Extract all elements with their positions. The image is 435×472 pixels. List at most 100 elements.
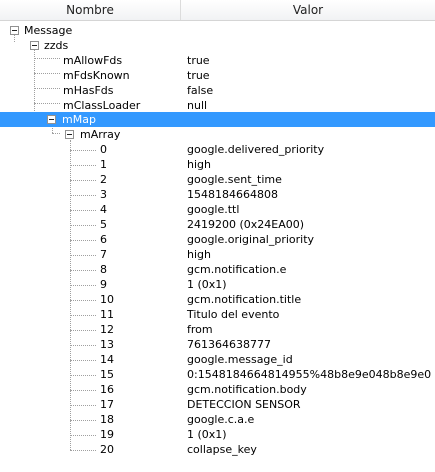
array-item-row[interactable]: 8 gcm.notification.e <box>0 262 435 277</box>
array-item-index: 18 <box>100 413 114 426</box>
array-item-index: 1 <box>100 158 107 171</box>
node-label: zzds <box>44 39 69 52</box>
collapse-icon[interactable] <box>47 115 56 124</box>
tree-line <box>70 435 96 436</box>
array-item-index: 7 <box>100 248 107 261</box>
array-item-value: 0:1548184664814955%48b8e9e048b8e9e0 <box>187 368 432 381</box>
field-value: null <box>187 99 208 112</box>
tree-line <box>70 270 96 271</box>
array-item-index: 4 <box>100 203 107 216</box>
tree-line <box>14 35 15 42</box>
collapse-icon[interactable] <box>30 41 39 50</box>
array-item-row[interactable]: 13 761364638777 <box>0 337 435 352</box>
tree-row-marray[interactable]: mArray <box>0 127 435 142</box>
field-name: mClassLoader <box>63 99 141 112</box>
column-header-value[interactable]: Valor <box>292 3 324 17</box>
array-item-value: 761364638777 <box>187 338 271 351</box>
field-name: mHasFds <box>63 84 114 97</box>
tree-line <box>70 360 96 361</box>
tree-line <box>34 88 60 89</box>
tree-line <box>70 180 96 181</box>
tree-line <box>34 103 60 104</box>
tree-line <box>70 375 96 376</box>
array-item-value: google.ttl <box>187 203 240 216</box>
array-item-value: gcm.notification.e <box>187 263 287 276</box>
array-item-index: 19 <box>100 428 114 441</box>
tree-line <box>70 255 96 256</box>
array-item-index: 20 <box>100 443 114 456</box>
array-item-value: gcm.notification.body <box>187 383 307 396</box>
array-item-index: 15 <box>100 368 114 381</box>
tree-line <box>70 330 96 331</box>
tree-header: Nombre Valor <box>0 0 435 21</box>
array-item-index: 2 <box>100 173 107 186</box>
array-item-value: google.message_id <box>187 353 293 366</box>
array-item-row[interactable]: 20 collapse_key <box>0 442 435 457</box>
array-item-value: google.c.a.e <box>187 413 255 426</box>
array-item-value: DETECCION SENSOR <box>187 398 301 411</box>
array-item-index: 12 <box>100 323 114 336</box>
tree-line <box>70 210 96 211</box>
array-item-index: 10 <box>100 293 114 306</box>
tree-line <box>70 225 96 226</box>
tree-row-message[interactable]: Message <box>0 23 435 38</box>
tree-row-field[interactable]: mClassLoader null <box>0 98 435 113</box>
array-item-index: 11 <box>100 308 114 321</box>
field-name: mFdsKnown <box>63 69 130 82</box>
collapse-icon[interactable] <box>10 26 19 35</box>
column-header-name[interactable]: Nombre <box>0 0 181 20</box>
array-item-row[interactable]: 7 high <box>0 247 435 262</box>
array-item-row[interactable]: 1 high <box>0 157 435 172</box>
array-item-index: 14 <box>100 353 114 366</box>
array-item-row[interactable]: 2 google.sent_time <box>0 172 435 187</box>
array-item-row[interactable]: 15 0:1548184664814955%48b8e9e048b8e9e0 <box>0 367 435 382</box>
array-item-value: gcm.notification.title <box>187 293 302 306</box>
tree-line <box>70 300 96 301</box>
array-item-index: 8 <box>100 263 107 276</box>
array-item-index: 13 <box>100 338 114 351</box>
tree-line <box>70 165 96 166</box>
tree-line <box>70 345 96 346</box>
array-item-value: high <box>187 248 211 261</box>
array-item-value: 1 (0x1) <box>187 278 227 291</box>
node-label: mMap <box>62 113 96 126</box>
array-item-row[interactable]: 14 google.message_id <box>0 352 435 367</box>
array-item-value: high <box>187 158 211 171</box>
array-item-index: 6 <box>100 233 107 246</box>
tree-row-field[interactable]: mHasFds false <box>0 83 435 98</box>
tree-line <box>70 315 96 316</box>
field-value: true <box>187 54 210 67</box>
tree-row-mmap[interactable]: mMap <box>0 112 435 127</box>
array-item-row[interactable]: 18 google.c.a.e <box>0 412 435 427</box>
tree-row-field[interactable]: mFdsKnown true <box>0 68 435 83</box>
tree-row-field[interactable]: mAllowFds true <box>0 53 435 68</box>
array-item-index: 5 <box>100 218 107 231</box>
tree-line <box>70 140 71 450</box>
tree-line <box>70 195 96 196</box>
array-item-row[interactable]: 10 gcm.notification.title <box>0 292 435 307</box>
array-item-index: 3 <box>100 188 107 201</box>
array-item-value: google.sent_time <box>187 173 282 186</box>
tree-line <box>70 390 96 391</box>
tree-view[interactable]: Message zzds mAllowFds true mFdsKnown tr… <box>0 21 435 472</box>
tree-row-zzds[interactable]: zzds <box>0 38 435 53</box>
tree-line <box>70 405 96 406</box>
array-item-row[interactable]: 4 google.ttl <box>0 202 435 217</box>
tree-line <box>70 285 96 286</box>
tree-line <box>70 450 96 451</box>
tree-line <box>70 240 96 241</box>
array-item-value: collapse_key <box>187 443 257 456</box>
tree-line <box>52 133 60 134</box>
collapse-icon[interactable] <box>65 130 74 139</box>
field-value: true <box>187 69 210 82</box>
